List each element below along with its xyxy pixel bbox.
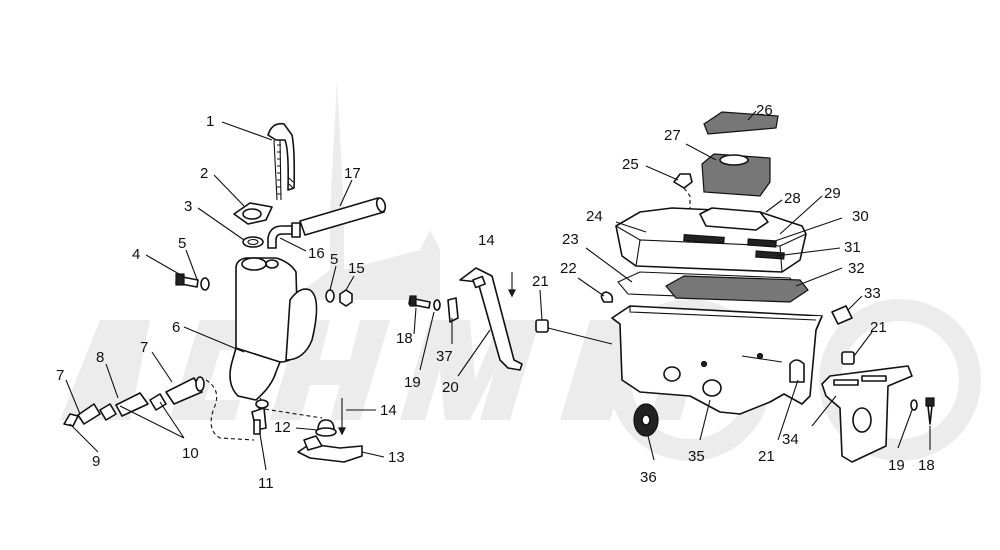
breather-valve	[673, 173, 695, 215]
callout-labels: 1 2 3 4 5 5 6 7 7 8 9 10 11 12 13 14 14 …	[56, 102, 935, 492]
callout-21-lower: 21	[758, 448, 775, 465]
grommet-right	[841, 351, 855, 365]
callout-30: 30	[852, 208, 869, 225]
oil-line	[63, 376, 323, 441]
washer-right-lower	[910, 399, 918, 411]
drain-fitting	[251, 407, 267, 435]
callout-4: 4	[132, 246, 140, 263]
vent-hose	[299, 197, 387, 236]
mounting-bolt	[175, 273, 210, 291]
callout-27: 27	[664, 127, 681, 144]
callout-5-left: 5	[178, 235, 186, 252]
callout-19-right: 19	[888, 457, 905, 474]
callout-2: 2	[200, 165, 208, 182]
callout-9: 9	[92, 453, 100, 470]
callout-10: 10	[182, 445, 199, 462]
callout-23: 23	[562, 231, 579, 248]
tank-bracket	[297, 435, 363, 463]
check-valve-cap	[315, 419, 337, 437]
callout-22: 22	[560, 260, 577, 277]
foam-prefilter	[703, 111, 779, 135]
callout-7-left: 7	[56, 367, 64, 384]
washer-right	[325, 289, 335, 303]
callout-3: 3	[184, 198, 192, 215]
intake-washer	[633, 403, 659, 437]
callout-33: 33	[864, 285, 881, 302]
callout-21-right: 21	[870, 319, 887, 336]
retaining-clip	[600, 291, 614, 303]
callout-18-right: 18	[918, 457, 935, 474]
callout-26: 26	[756, 102, 773, 119]
callout-35: 35	[688, 448, 705, 465]
callout-6: 6	[172, 319, 180, 336]
callout-15: 15	[348, 260, 365, 277]
callout-19-left: 19	[404, 374, 421, 391]
airbox-base	[611, 305, 823, 415]
filter-element	[701, 153, 771, 197]
callout-12: 12	[274, 419, 291, 436]
callout-1: 1	[206, 113, 214, 130]
callout-32: 32	[848, 260, 865, 277]
grommet-lower	[789, 359, 805, 383]
callout-18-left: 18	[396, 330, 413, 347]
mounting-plate	[821, 365, 913, 463]
callout-25: 25	[622, 156, 639, 173]
callout-5-right: 5	[330, 251, 338, 268]
main-filter	[665, 275, 809, 303]
callout-14-upper: 14	[478, 232, 495, 249]
screw-left	[408, 295, 441, 311]
callout-17: 17	[344, 165, 361, 182]
rivet-upper	[508, 272, 516, 298]
callout-37: 37	[436, 348, 453, 365]
cap-gasket	[242, 236, 264, 248]
callout-34: 34	[782, 431, 799, 448]
callout-21-mid: 21	[532, 273, 549, 290]
oil-tank	[229, 257, 318, 409]
callout-29: 29	[824, 185, 841, 202]
airbox-lid	[615, 207, 807, 273]
airbox-grommet	[831, 305, 853, 325]
nut	[339, 289, 353, 307]
callout-31: 31	[844, 239, 861, 256]
grommet-mid	[535, 319, 613, 345]
callout-13: 13	[388, 449, 405, 466]
callout-20: 20	[442, 379, 459, 396]
elbow-fitting	[267, 222, 301, 249]
dipstick	[267, 122, 296, 201]
callout-24: 24	[586, 208, 603, 225]
leader-lines	[65, 110, 931, 471]
callout-36: 36	[640, 469, 657, 486]
callout-11: 11	[258, 475, 274, 492]
rivet-lower	[338, 398, 346, 436]
callout-14-lower: 14	[380, 402, 397, 419]
screw-right	[925, 397, 935, 425]
support-bracket	[447, 267, 523, 371]
tank-cap	[233, 202, 273, 225]
callout-16: 16	[308, 245, 325, 262]
callout-7-right: 7	[140, 339, 148, 356]
callout-8: 8	[96, 349, 104, 366]
callout-28: 28	[784, 190, 801, 207]
